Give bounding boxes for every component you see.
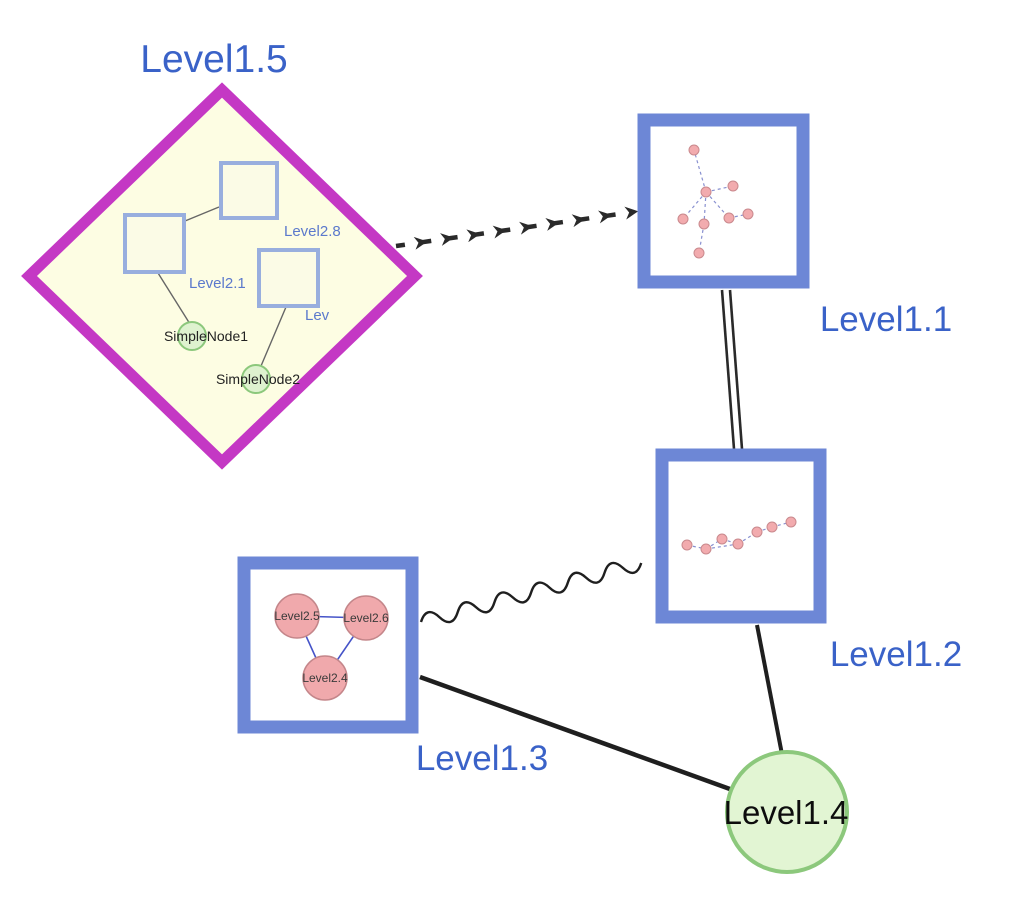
node-level2-5[interactable] [274, 593, 320, 639]
edge-level1-5-to-level1-1 [395, 206, 639, 250]
node-level1-3[interactable]: Level2.5 Level2.6 Level2.4 [237, 556, 419, 734]
node-level2-6[interactable] [343, 595, 389, 641]
node-level1-4[interactable]: Level1.4 [724, 750, 849, 874]
graph-node[interactable] [732, 538, 744, 550]
node-label-level1-5: Level1.5 [140, 38, 287, 81]
graph-edge [693, 149, 707, 193]
graph-node[interactable] [751, 526, 763, 538]
node-label: SimpleNode1 [164, 328, 248, 344]
graph-node[interactable] [700, 543, 712, 555]
graph-node[interactable] [693, 247, 705, 259]
inner-graph [681, 516, 797, 555]
node-level1-1[interactable] [637, 113, 810, 289]
node-label: Level2.4 [302, 671, 348, 685]
graph-edge [705, 185, 734, 193]
group-frame[interactable] [637, 113, 810, 289]
node-label: Level2.5 [274, 609, 320, 623]
graph-node[interactable] [716, 533, 728, 545]
graph-node[interactable] [677, 213, 689, 225]
graph-node[interactable] [785, 516, 797, 528]
node-label: Level2.1 [189, 275, 246, 292]
graph-node[interactable] [681, 539, 693, 551]
graph-node[interactable] [766, 521, 778, 533]
edge-level1-1-to-level1-2 [720, 289, 744, 450]
inner-graph: Level2.5 Level2.6 Level2.4 [274, 593, 389, 701]
node-level2-8[interactable] [219, 161, 279, 220]
edge-level1-3-to-level1-4 [419, 674, 753, 800]
node-level1-5[interactable]: Level2.8 Level2.1 Lev SimpleNode1 Simple… [21, 82, 423, 470]
node-label: Lev [305, 307, 330, 324]
node-label: Level2.8 [284, 223, 341, 240]
node-level2-1[interactable] [123, 213, 186, 274]
node-level2-4[interactable] [302, 655, 348, 701]
node-label-level1-1: Level1.1 [820, 300, 952, 339]
edge-level1-3-to-level1-2 [419, 561, 643, 624]
graph-node[interactable] [723, 212, 735, 224]
graph-edge [260, 306, 287, 367]
graph-node[interactable] [742, 208, 754, 220]
circle-shape[interactable] [725, 750, 849, 874]
node-simple-node-2[interactable] [241, 364, 271, 394]
edge-level1-2-to-level1-4 [755, 624, 788, 776]
inner-graph [677, 144, 754, 259]
graph-edge [157, 272, 191, 325]
graph-node[interactable] [688, 144, 700, 156]
diamond-shape[interactable] [21, 82, 423, 470]
group-frame[interactable] [237, 556, 419, 734]
node-level2-partial[interactable] [257, 248, 320, 308]
graph-node[interactable] [698, 218, 710, 230]
node-label: SimpleNode2 [216, 371, 300, 387]
group-frame[interactable] [655, 448, 827, 624]
node-level1-2[interactable] [655, 448, 827, 624]
graph-edge [184, 206, 220, 222]
graph-node[interactable] [700, 186, 712, 198]
node-label-level1-3: Level1.3 [416, 739, 548, 778]
node-simple-node-1[interactable] [177, 321, 207, 351]
node-label-level1-4: Level1.4 [724, 794, 849, 831]
graph-node[interactable] [727, 180, 739, 192]
node-label: Level2.6 [343, 611, 389, 625]
node-label-level1-2: Level1.2 [830, 635, 962, 674]
